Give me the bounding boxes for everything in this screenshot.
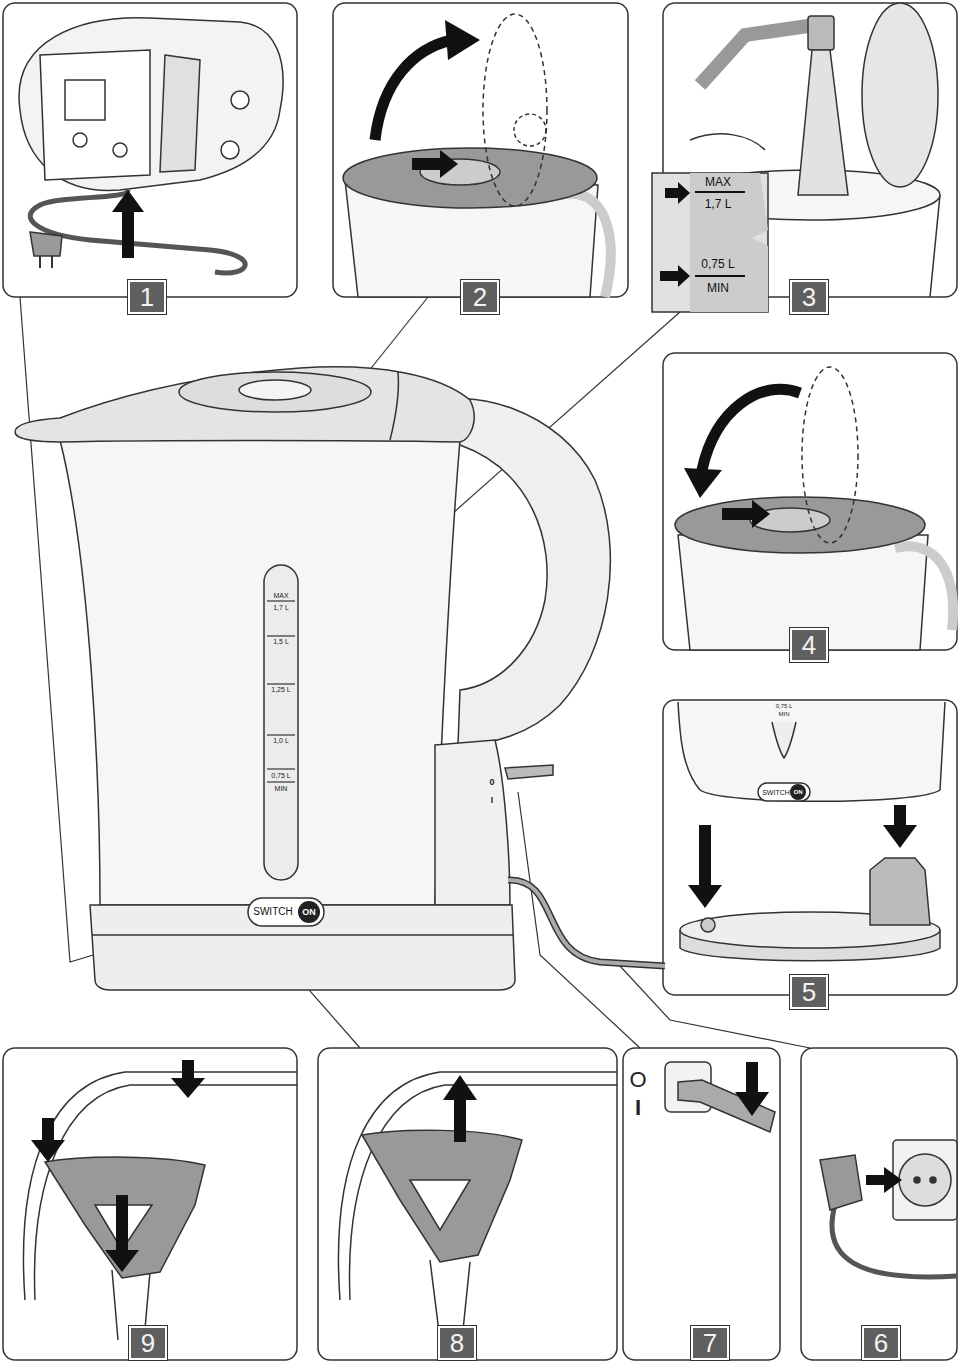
step-number: 1 bbox=[128, 280, 166, 314]
scale-mark: 1,7 L bbox=[705, 198, 732, 210]
step-number-text: 2 bbox=[473, 284, 487, 310]
filter-insert bbox=[23, 1060, 297, 1340]
scale-mark: 0,75 L bbox=[776, 703, 793, 709]
step-number: 3 bbox=[790, 280, 828, 314]
scale-mark: 1,25 L bbox=[271, 686, 290, 693]
scale-mark: 1,5 L bbox=[273, 638, 289, 645]
panel-frames bbox=[3, 3, 957, 1360]
step-number-text: 8 bbox=[450, 1330, 464, 1356]
step-number: 6 bbox=[862, 1326, 900, 1360]
step-number: 2 bbox=[461, 280, 499, 314]
kettle-on-base bbox=[678, 702, 945, 961]
scale-mark: MAX bbox=[273, 592, 288, 599]
step-number: 8 bbox=[438, 1326, 476, 1360]
scale-mark: 0,75 L bbox=[271, 772, 290, 779]
switch-symbol: 0 bbox=[489, 778, 494, 787]
step-number-text: 1 bbox=[140, 284, 154, 310]
filter-remove bbox=[338, 1072, 617, 1340]
step-number: 4 bbox=[790, 628, 828, 662]
step-number: 5 bbox=[790, 975, 828, 1009]
lid-close bbox=[675, 367, 953, 650]
step-number: 9 bbox=[129, 1326, 167, 1360]
scale-mark: MIN bbox=[275, 785, 288, 792]
brand-logo: ON bbox=[302, 908, 316, 917]
brand-logo: SWITCH bbox=[253, 907, 292, 917]
scale-mark: MAX bbox=[705, 176, 731, 188]
filling-water bbox=[652, 3, 940, 312]
switch-lever bbox=[665, 1062, 775, 1132]
step-number-text: 5 bbox=[802, 979, 816, 1005]
scale-mark: 0,75 L bbox=[701, 258, 734, 270]
step-number-text: 4 bbox=[802, 632, 816, 658]
switch-symbol: I bbox=[491, 796, 494, 805]
step-number-text: 6 bbox=[874, 1330, 888, 1356]
lid-open bbox=[343, 14, 611, 297]
step-number-text: 9 bbox=[141, 1330, 155, 1356]
step-number: 7 bbox=[691, 1326, 729, 1360]
switch-symbol: I bbox=[635, 1097, 641, 1119]
base-underside bbox=[19, 18, 283, 273]
plug-socket bbox=[820, 1140, 957, 1277]
scale-mark: MIN bbox=[779, 711, 790, 717]
scale-mark: 1,0 L bbox=[273, 737, 289, 744]
brand-logo: ON bbox=[794, 789, 803, 795]
brand-logo: SWITCH bbox=[762, 789, 790, 796]
step-number-text: 3 bbox=[802, 284, 816, 310]
switch-symbol: O bbox=[629, 1069, 646, 1091]
main-kettle bbox=[15, 367, 665, 990]
step-number-text: 7 bbox=[703, 1330, 717, 1356]
scale-mark: MIN bbox=[707, 282, 729, 294]
scale-mark: 1,7 L bbox=[273, 604, 289, 611]
